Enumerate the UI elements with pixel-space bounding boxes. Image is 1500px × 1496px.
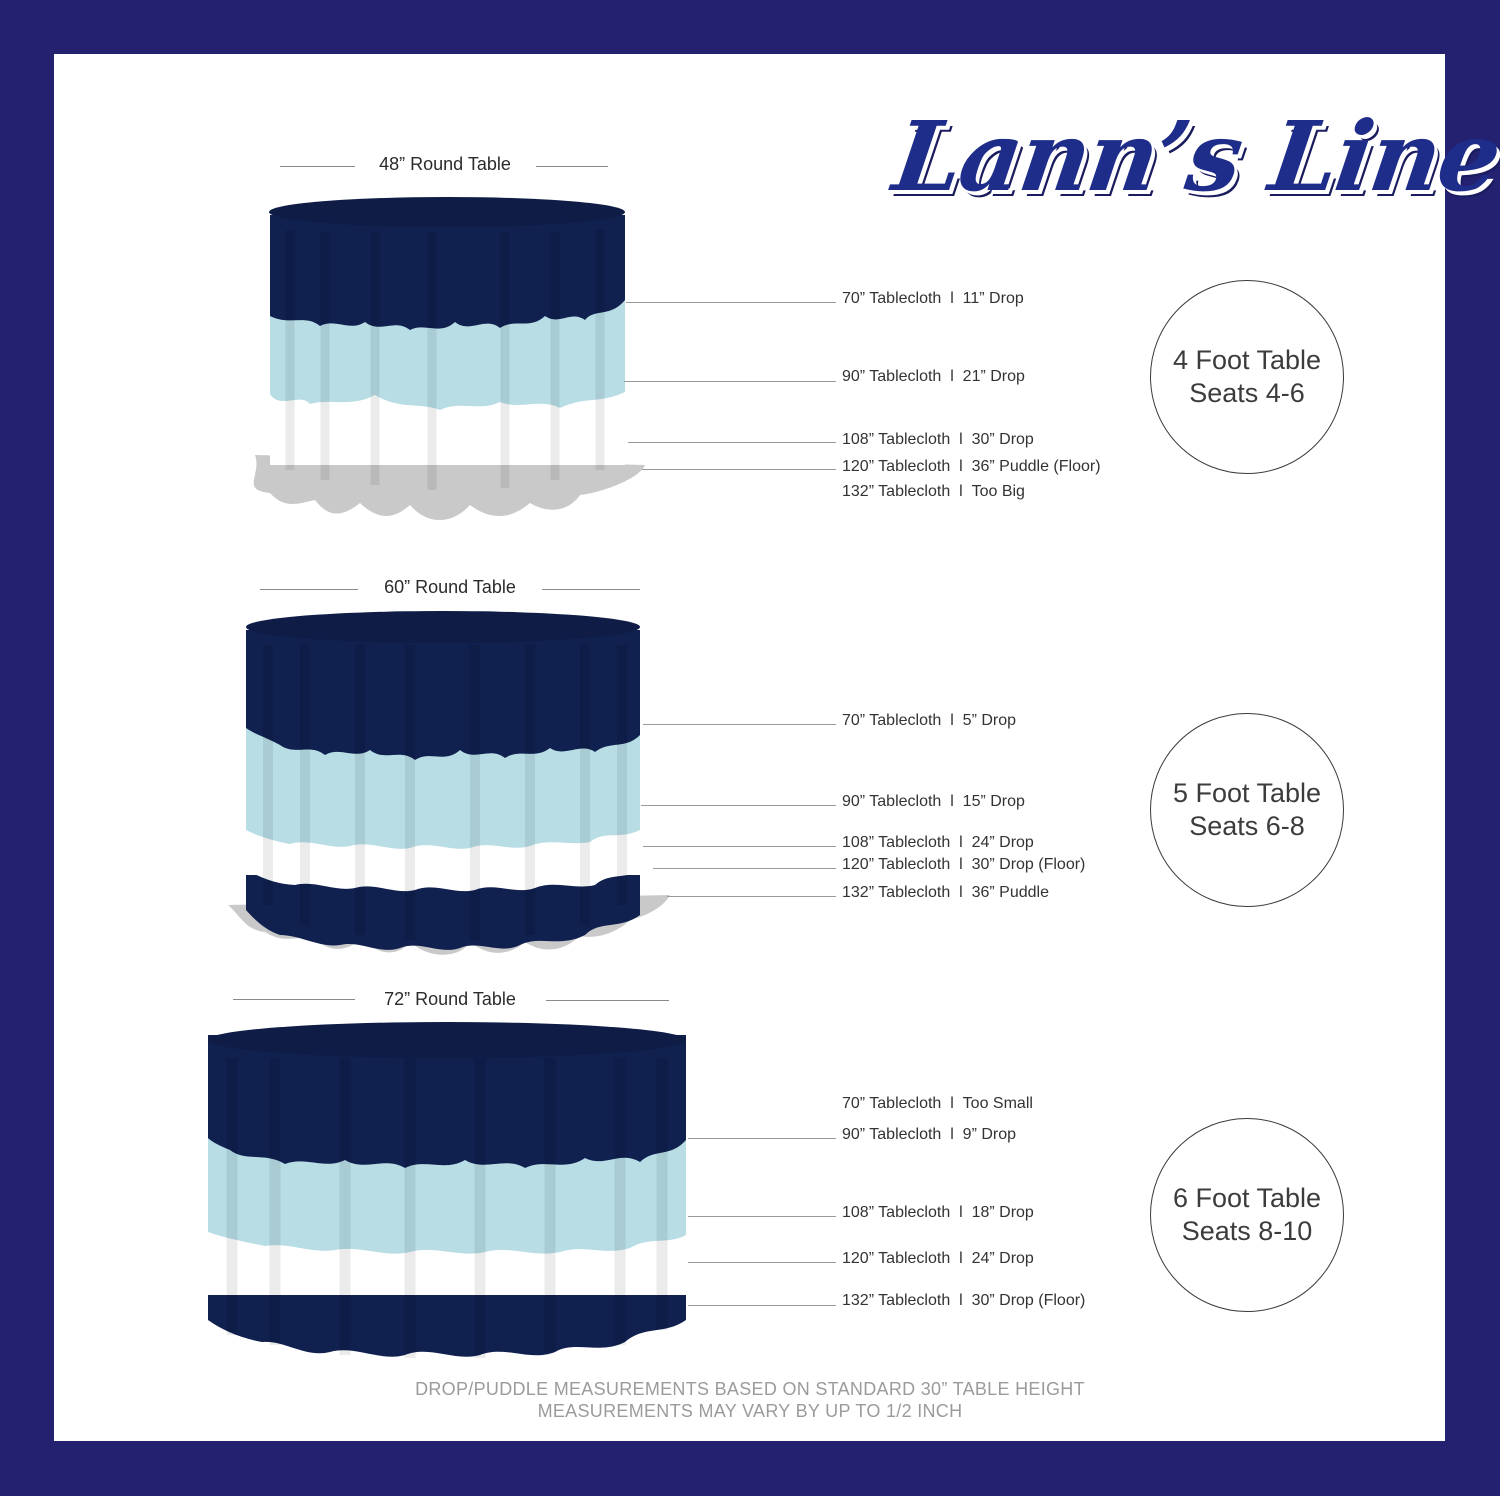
- circle-line-1: 4 Foot Table: [1172, 345, 1322, 375]
- measurement-label: 70” Tablecloth l Too Small: [842, 1095, 1033, 1112]
- leader-line: [643, 724, 836, 725]
- leader-line: [688, 1262, 836, 1263]
- leader-line: [667, 896, 836, 897]
- circle-line-1: 6 Foot Table: [1172, 1183, 1322, 1213]
- leader-line: [624, 381, 836, 382]
- measurement-label: 132” Tablecloth l Too Big: [842, 483, 1025, 500]
- title-rule-left: [233, 999, 355, 1000]
- table-title: 60” Round Table: [384, 577, 516, 597]
- footnote-line-1: DROP/PUDDLE MEASUREMENTS BASED ON STANDA…: [415, 1379, 1085, 1399]
- table-title: 72” Round Table: [384, 989, 516, 1009]
- footnote-line-2: MEASUREMENTS MAY VARY BY UP TO 1/2 INCH: [537, 1401, 963, 1421]
- measurement-label: 90” Tablecloth l 15” Drop: [842, 793, 1025, 810]
- measurement-label: 120” Tablecloth l 30” Drop (Floor): [842, 856, 1086, 873]
- table-size-circle: 4 Foot Table Seats 4-6: [1150, 280, 1344, 474]
- circle-line-2: Seats 6-8: [1189, 811, 1305, 841]
- measurement-label: 90” Tablecloth l 21” Drop: [842, 368, 1025, 385]
- table-72-illustration: [208, 1022, 686, 1358]
- table-size-circle: 5 Foot Table Seats 6-8: [1150, 713, 1344, 907]
- circle-line-2: Seats 4-6: [1189, 378, 1305, 408]
- table-size-circle: 6 Foot Table Seats 8-10: [1150, 1118, 1344, 1312]
- measurement-label: 108” Tablecloth l 24” Drop: [842, 834, 1034, 851]
- measurement-label: 70” Tablecloth l 11” Drop: [842, 290, 1024, 307]
- measurement-label: 108” Tablecloth l 30” Drop: [842, 431, 1034, 448]
- title-rule-left: [280, 166, 355, 167]
- table-60-illustration: [228, 611, 670, 955]
- measurement-label: 108” Tablecloth l 18” Drop: [842, 1204, 1034, 1221]
- table-48-illustration: [253, 197, 645, 521]
- title-rule-right: [536, 166, 608, 167]
- leader-line: [653, 868, 836, 869]
- circle-line-2: Seats 8-10: [1181, 1216, 1313, 1246]
- measurement-label: 132” Tablecloth l 36” Puddle: [842, 884, 1049, 901]
- leader-line: [643, 846, 836, 847]
- leader-line: [641, 805, 836, 806]
- measurement-label: 120” Tablecloth l 24” Drop: [842, 1250, 1034, 1267]
- title-rule-right: [546, 1000, 669, 1001]
- title-rule-right: [542, 589, 640, 590]
- measurement-label: 70” Tablecloth l 5” Drop: [842, 712, 1017, 729]
- measurement-label: 120” Tablecloth l 36” Puddle (Floor): [842, 458, 1101, 475]
- table-title: 48” Round Table: [379, 154, 511, 174]
- leader-line: [642, 469, 836, 470]
- circle-line-1: 5 Foot Table: [1172, 778, 1322, 808]
- leader-line: [628, 442, 836, 443]
- leader-line: [626, 302, 836, 303]
- leader-line: [688, 1305, 836, 1306]
- leader-line: [688, 1138, 836, 1139]
- measurement-label: 90” Tablecloth l 9” Drop: [842, 1126, 1017, 1143]
- leader-line: [688, 1216, 836, 1217]
- measurement-label: 132” Tablecloth l 30” Drop (Floor): [842, 1292, 1086, 1309]
- title-rule-left: [260, 589, 358, 590]
